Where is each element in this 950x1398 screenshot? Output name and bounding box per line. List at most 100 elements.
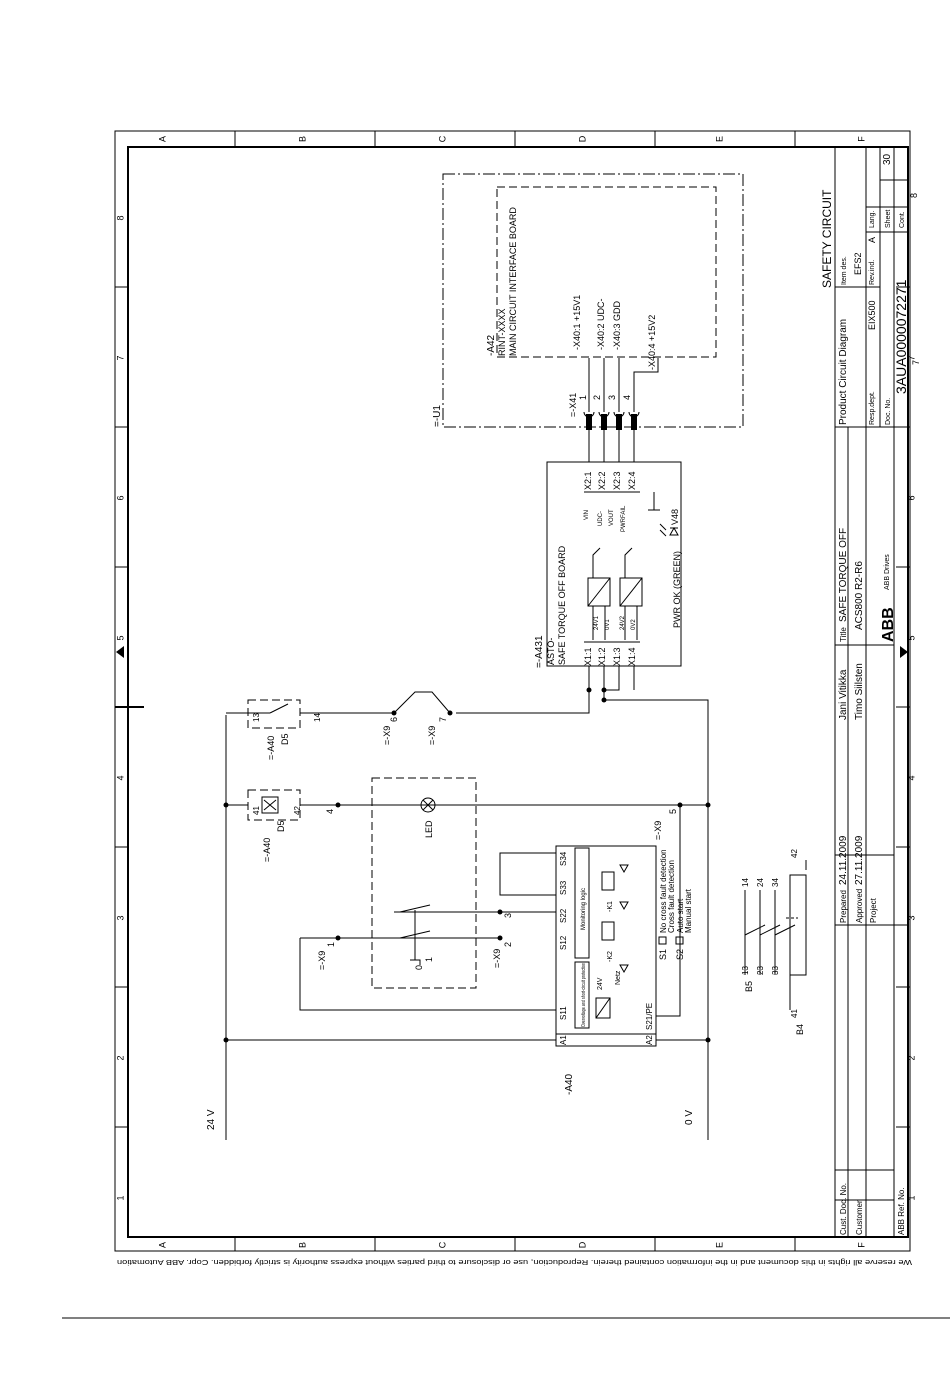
monitoring-logic-label: Monitoring logic: [581, 888, 587, 930]
terminal-x1-4: X1:4: [627, 647, 637, 666]
switch-0: 0: [414, 965, 424, 970]
title-block: SAFETY CIRCUIT Product Circuit Diagram I…: [820, 147, 921, 1237]
relay-s33: S33: [559, 880, 568, 895]
item-des-value: EFS2: [853, 252, 863, 275]
grid-label-left-1: 1: [115, 1195, 125, 1200]
title-line-1: SAFE TORQUE OFF: [838, 528, 849, 622]
terminal-1: 1: [326, 942, 336, 947]
relay-s21pe: S21/PE: [645, 1003, 654, 1030]
label-asto: ASTO-: [546, 638, 556, 665]
b5-contact-34: 34: [771, 878, 780, 887]
prepared-label: Prepared: [839, 890, 848, 923]
label-b5: B5: [744, 981, 754, 992]
label-x40-4: -X40:4 +15V2: [647, 315, 657, 370]
grid-label-top-f: F: [856, 136, 866, 142]
project-label: Project: [869, 897, 878, 923]
abb-logo: ABB: [880, 607, 897, 642]
label-x9-2: =-X9: [492, 949, 502, 968]
s1-option-b: Cross fault detection: [667, 860, 676, 933]
label-24v-internal: 24V: [597, 977, 604, 990]
contact-42: 42: [293, 806, 302, 815]
pin-2: 2: [592, 395, 602, 400]
relay-s11: S11: [559, 1006, 568, 1020]
b4-b5-contacts-icon: [744, 860, 807, 1010]
prepared-date: 24.11.2009: [838, 835, 849, 885]
b4-contact-41: 41: [790, 1009, 799, 1018]
right-grid-ruler: 7 6 5 4 3 2 1: [896, 286, 916, 1201]
relay-a1: A1: [559, 1035, 568, 1045]
label-x40-3: -X40:3 GDD: [612, 300, 622, 350]
label-d5-top: D5: [280, 733, 290, 745]
terminal-2: 2: [503, 942, 513, 947]
terminal-6: 6: [389, 717, 399, 722]
abb-ref-label: ABB Ref. No.: [897, 1187, 906, 1235]
x9-jumper: [391, 691, 453, 716]
outer-frame: [114, 130, 911, 1252]
label-d5-bot: D5: [276, 820, 286, 832]
label-a42-type: RINT-XXXX: [497, 308, 507, 356]
title-line-2: ACS800 R2-R6: [854, 561, 865, 630]
x41-connector: [583, 411, 640, 430]
label-u1: =-U1: [432, 405, 443, 427]
inner-frame: [127, 146, 909, 1238]
label-24v: 24 V: [206, 1109, 217, 1130]
sig-24v1: 24V1: [594, 615, 600, 630]
cust-doc-label: Cust. Doc. No.: [839, 1183, 848, 1235]
label-a40-d5-top: =-A40: [266, 736, 276, 760]
pin-1: 1: [578, 395, 588, 400]
sig-24v2: 24V2: [620, 615, 626, 630]
grid-label-bot-c: C: [437, 1241, 447, 1248]
overvoltage-label: Overvoltage and short-circuit protection: [581, 963, 587, 1027]
label-a40: -A40: [564, 1073, 575, 1095]
asto-board-outline: [546, 461, 682, 667]
rev-value: A: [867, 237, 877, 243]
b5-contact-33: 33: [771, 966, 780, 975]
label-x9-6: =-X9: [382, 726, 392, 745]
d5-coil-block: [247, 789, 301, 821]
label-x40-2: -X40:2 UDC-: [596, 298, 606, 350]
grid-label-bot-d: D: [577, 1241, 587, 1248]
sig-0v2: 0V2: [631, 619, 637, 630]
led-icon: [420, 797, 436, 813]
signal-udc: UDC-: [598, 511, 604, 526]
prepared-by: Jani Vitikka: [838, 669, 849, 720]
terminal-3: 3: [503, 913, 513, 918]
grid-label-right-1: 1: [906, 1195, 916, 1200]
label-b4: B4: [795, 1024, 805, 1035]
terminal-x1-3: X1:3: [612, 647, 622, 666]
terminal-7: 7: [438, 717, 448, 722]
pwr-ok-led-icon: [659, 523, 679, 537]
title-label: Title: [839, 627, 848, 642]
label-a42-desc: MAIN CIRCUIT INTERFACE BOARD: [508, 207, 518, 356]
sheet-value: 30: [882, 153, 893, 165]
grid-label-top-b: B: [297, 136, 307, 142]
terminal-x2-2: X2:2: [597, 471, 607, 490]
grid-label-right-6: 6: [906, 495, 916, 500]
grid-label-bot-b: B: [297, 1242, 307, 1248]
label-x9-5: =-X9: [653, 821, 663, 840]
terminal-x2-1: X2:1: [583, 471, 593, 490]
signal-pwrfail: PWRFAIL: [621, 505, 627, 532]
label-a40-d5-bot: =-A40: [262, 838, 272, 862]
monitoring-logic-box: [574, 847, 590, 959]
led-v48: V48: [670, 509, 680, 525]
terminal-x1-2: X1:2: [597, 647, 607, 666]
label-a42: -A42: [486, 334, 497, 356]
contact-14: 14: [313, 713, 322, 722]
top-grid-ruler: A B C D E F: [157, 131, 866, 147]
lang-label: Lang.: [869, 210, 876, 228]
b5-contact-24: 24: [756, 878, 765, 887]
doc-no-value: 3AUA0000072271: [893, 279, 909, 394]
grid-label-left-2: 2: [115, 1055, 125, 1060]
grid-label-right-7: 7: [906, 355, 916, 360]
led-box: [371, 777, 477, 989]
grid-label-left-7: 7: [115, 355, 125, 360]
label-s1: S1: [658, 949, 668, 960]
terminal-4: 4: [325, 809, 335, 814]
grid-label-top-d: D: [577, 135, 587, 142]
grid-label-top-c: C: [437, 135, 447, 142]
cont-label: Cont.: [899, 211, 906, 228]
label-k1: -K1: [607, 901, 614, 912]
grid-label-right-2: 2: [906, 1055, 916, 1060]
relay-k2-icon: [601, 901, 629, 974]
